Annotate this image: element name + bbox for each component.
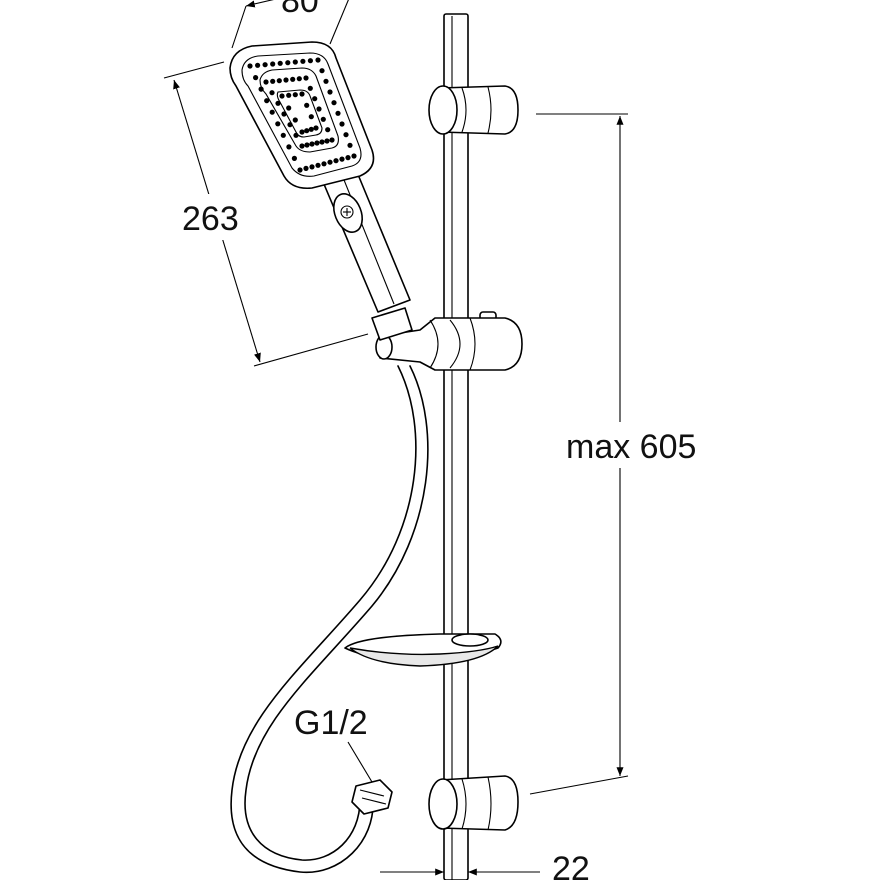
nozzle-dot [304, 142, 310, 148]
bottom-wall-bracket [428, 775, 519, 831]
nozzle-dot [292, 117, 298, 123]
dimension-width: 80 [231, 0, 349, 49]
top-wall-bracket [428, 85, 519, 135]
nozzle-dot [247, 63, 253, 69]
nozzle-dot [339, 121, 345, 127]
nozzle-dot [316, 106, 322, 112]
nozzle-dot [299, 143, 305, 149]
nozzle-dot [255, 62, 261, 68]
nozzle-dot [333, 158, 339, 164]
connector-callout: G1/2 [294, 704, 373, 783]
nozzle-dot [308, 114, 314, 120]
nozzle-dot [276, 78, 282, 84]
sliding-holder [371, 307, 523, 371]
nozzle-dot [327, 89, 333, 95]
nozzle-dot [343, 132, 349, 138]
nozzle-dot [307, 58, 313, 64]
nozzle-dot [263, 79, 269, 85]
nozzle-dot [331, 100, 337, 106]
width-label: 80 [281, 0, 319, 20]
nozzle-dot [329, 137, 335, 143]
nozzle-dot [275, 100, 281, 106]
nozzle-dot [283, 77, 289, 83]
nozzle-dot [264, 98, 270, 104]
soap-dish [344, 633, 502, 667]
hand-shower [229, 41, 411, 313]
nozzle-dot [351, 153, 357, 159]
nozzle-dot [319, 139, 325, 145]
nozzle-dot [296, 76, 302, 82]
nozzle-dot [308, 126, 314, 132]
nozzle-dot [285, 60, 291, 66]
nozzle-dot [269, 109, 275, 115]
nozzle-dot [309, 141, 315, 147]
connector-label: G1/2 [294, 704, 368, 742]
shower-hose [230, 365, 429, 874]
hose-connector [351, 779, 393, 815]
nozzle-dot [304, 102, 310, 108]
nozzle-dot [323, 78, 329, 84]
nozzle-dot [315, 57, 321, 63]
nozzle-dot [270, 61, 276, 67]
nozzle-dot [286, 105, 292, 111]
nozzle-dot [299, 129, 305, 135]
slide-rail [443, 13, 469, 880]
nozzle-dot [279, 93, 285, 99]
nozzle-dot [312, 96, 318, 102]
nozzle-dot [270, 78, 276, 84]
nozzle-dot [319, 68, 325, 74]
nozzle-dot [314, 140, 320, 146]
nozzle-dot [300, 58, 306, 64]
nozzle-dot [297, 167, 303, 173]
nozzle-dot [269, 90, 275, 96]
dimension-head-length: 263 [163, 61, 369, 367]
nozzle-dot [313, 125, 319, 131]
rail-diameter-label: 22 [552, 850, 590, 880]
nozzle-dot [321, 161, 327, 167]
nozzle-dot [287, 122, 293, 128]
nozzle-dot [303, 165, 309, 171]
nozzle-dot [292, 59, 298, 65]
nozzle-dot [275, 121, 281, 127]
nozzle-dot [262, 62, 268, 68]
nozzle-dot [304, 128, 310, 134]
nozzle-dot [324, 138, 330, 144]
nozzle-dot [307, 85, 313, 91]
nozzle-dot [315, 162, 321, 168]
nozzle-dot [339, 156, 345, 162]
nozzle-dot [253, 75, 259, 81]
nozzle-dot [327, 159, 333, 165]
nozzle-dot [325, 127, 331, 133]
nozzle-dot [286, 92, 292, 98]
nozzle-dot [347, 142, 353, 148]
spray-nozzles [247, 57, 357, 173]
nozzle-dot [320, 116, 326, 122]
nozzle-dot [292, 92, 298, 98]
nozzle-dot [291, 155, 297, 161]
nozzle-dot [277, 60, 283, 66]
nozzle-dot [293, 132, 299, 138]
nozzle-dot [345, 155, 351, 161]
nozzle-dot [286, 144, 292, 150]
nozzle-dot [335, 110, 341, 116]
nozzle-dot [299, 91, 305, 97]
head-length-label: 263 [182, 200, 239, 238]
nozzle-dot [280, 132, 286, 138]
nozzle-dot [309, 164, 315, 170]
dimension-rail-length: max 605 [529, 113, 722, 795]
nozzle-dot [258, 86, 264, 92]
nozzle-dot [303, 75, 309, 81]
rail-length-label: max 605 [566, 428, 696, 466]
nozzle-dot [290, 76, 296, 82]
nozzle-dot [281, 111, 287, 117]
dimension-rail-diameter: 22 [380, 850, 590, 880]
